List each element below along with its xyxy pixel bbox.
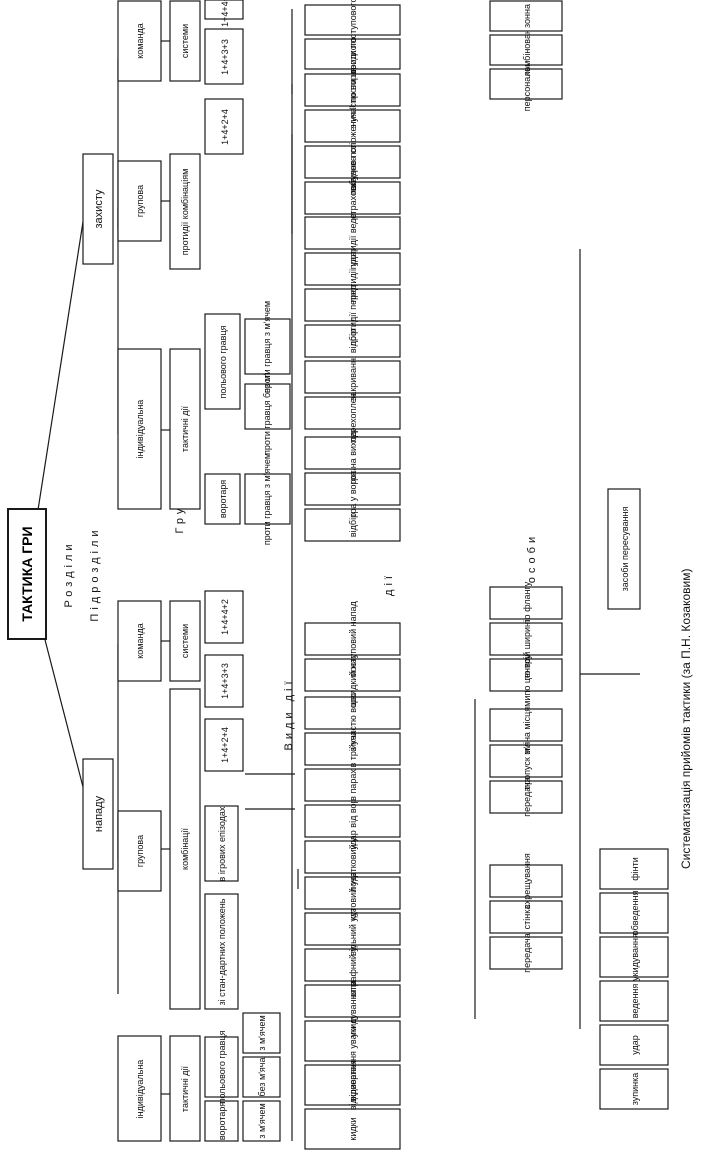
defense-team: команда: [135, 23, 145, 58]
connectors: [27, 9, 640, 1141]
defense-vs-combos: протидії комбінаціям: [180, 169, 190, 256]
attack-throw: укидування м'яча: [348, 965, 358, 1038]
attack-positional: поступовий напад: [348, 601, 358, 677]
defense-wb-2: протидії передачам: [348, 264, 358, 346]
attack-sp-1: штрафний удар: [348, 932, 358, 998]
attack-episodes: в ігрових епізодах: [217, 806, 227, 881]
defense-grp-2: побудова стінки: [348, 129, 358, 195]
attack-tactical-actions: тактичні дії: [180, 1065, 190, 1112]
level-action-types: Види дії: [283, 677, 295, 750]
defense-vs-with-ball-2: проти гравця з м'ячем: [262, 301, 272, 393]
attack-ep-3: з участю воротаря: [348, 674, 358, 751]
defense-nb-1: перехоплення: [348, 383, 358, 442]
defense-gk-3: гра на виходах: [348, 421, 358, 484]
attack-fast: швидкий напад: [348, 642, 358, 707]
defense-method-personal: персональна: [522, 57, 532, 111]
defense-vs-without-ball: проти гравця без м'яча: [262, 359, 272, 455]
attack-gk-with-ball: з м'ячем: [257, 1103, 267, 1138]
defense-wb-3: протидії ударам: [348, 236, 358, 303]
defense-grp-4: з участю воротаря: [348, 51, 358, 128]
defense-wb-4: протидії веденню: [348, 196, 358, 269]
attack-ep-1: в парах: [348, 769, 358, 801]
bottom-kick: удар: [630, 1035, 640, 1054]
defense-vs-with-ball: проти гравця з м'ячем: [262, 453, 272, 545]
attack-combos: комбінації: [180, 828, 190, 870]
attack-sp-5: удар від воріт: [348, 792, 358, 849]
attack-method-through: пропуск м'яча: [522, 732, 532, 790]
bottom-throw: укидування: [630, 933, 640, 981]
attack-team: команда: [135, 623, 145, 658]
defense-individual: індивідуальна: [135, 400, 145, 459]
attack-shake: відвертання уваги суперника: [348, 981, 358, 1102]
defense-wb-1: відбір: [348, 329, 358, 353]
bottom-stop: зупинка: [630, 1073, 640, 1106]
attack-open: відкривання: [348, 1060, 358, 1111]
level-subsections: Підрозділи: [89, 526, 101, 621]
section-defense: захисту: [93, 189, 105, 228]
defense-field-player: польового гравця: [218, 325, 228, 398]
defense-nb-2: закривання: [348, 353, 358, 401]
attack-kicks: кидки: [348, 1117, 358, 1140]
attack-goalkeeper: воротаря: [217, 1102, 227, 1140]
bottom-feints: фінти: [630, 857, 640, 881]
attack-sp-4: початковий удар: [348, 822, 358, 891]
bottom-dribble: ведення: [630, 984, 640, 1019]
defense-system-2: 1+4+3+3: [220, 39, 230, 75]
attack-with-ball: з м'ячем: [257, 1015, 267, 1050]
defense-vs-positional: проти поступового нападу: [348, 0, 358, 75]
attack-method-width: по всій ширині поля: [522, 598, 532, 681]
attack-method-wall: стінка: [522, 905, 532, 930]
defense-gk-1: відбір: [348, 513, 358, 537]
attack-field-player: польового гравця: [217, 1030, 227, 1103]
attack-method-center: по центру: [522, 654, 532, 695]
level-sections: Розділи: [63, 540, 75, 607]
defense-system-1: 1+4+2+4: [220, 109, 230, 145]
defense-systems: системи: [180, 24, 190, 58]
attack-sp-2: вільний удар: [348, 902, 358, 956]
attack-system-3: 1+4+4+2: [220, 599, 230, 635]
defense-grp-3: штучне положення "поза грою": [348, 61, 358, 190]
attack-systems: системи: [180, 624, 190, 658]
defense-gk-2: гра у воротах: [348, 461, 358, 517]
attack-method-pass2: передача: [522, 777, 532, 816]
attack-sp-3: кутовий удар: [348, 866, 358, 920]
defense-vs-fast: проти швидкого нападу: [348, 5, 358, 103]
attack-method-switch: зміна місцями: [522, 696, 532, 755]
attack-ep-2: в трійках: [348, 730, 358, 768]
attack-system-1: 1+4+2+4: [220, 727, 230, 763]
attack-method-flank: по флангу: [522, 581, 532, 624]
section-attack: нападу: [93, 795, 105, 832]
diagram-title: ТАКТИКА ГРИ: [19, 526, 35, 621]
bottom-beat: обведення: [630, 891, 640, 936]
attack-setpieces: зі стан-дартних положень: [217, 898, 227, 1005]
level-actions: дії: [383, 572, 395, 596]
defense-system-3: 1+4+4+2: [220, 0, 230, 27]
defense-method-combined: комбінована: [522, 24, 532, 76]
attack-method-pass: передача: [522, 933, 532, 972]
attack-group: групова: [135, 835, 145, 867]
attack-without-ball: без м'яча: [257, 1058, 267, 1097]
defense-grp-1: страховка: [348, 177, 358, 219]
defense-group: групова: [135, 185, 145, 217]
caption: Систематизація прийомів тактики (за П.Н.…: [679, 569, 693, 869]
defense-tactical-actions: тактичні дії: [180, 405, 190, 452]
defense-method-zone: зонна: [522, 4, 532, 28]
attack-system-2: 1+4+3+3: [220, 663, 230, 699]
attack-individual: індивідуальна: [135, 1060, 145, 1119]
attack-method-cross: схрещування: [522, 853, 532, 909]
defense-goalkeeper: воротаря: [218, 480, 228, 518]
attack-means: засоби пересування: [620, 506, 630, 591]
